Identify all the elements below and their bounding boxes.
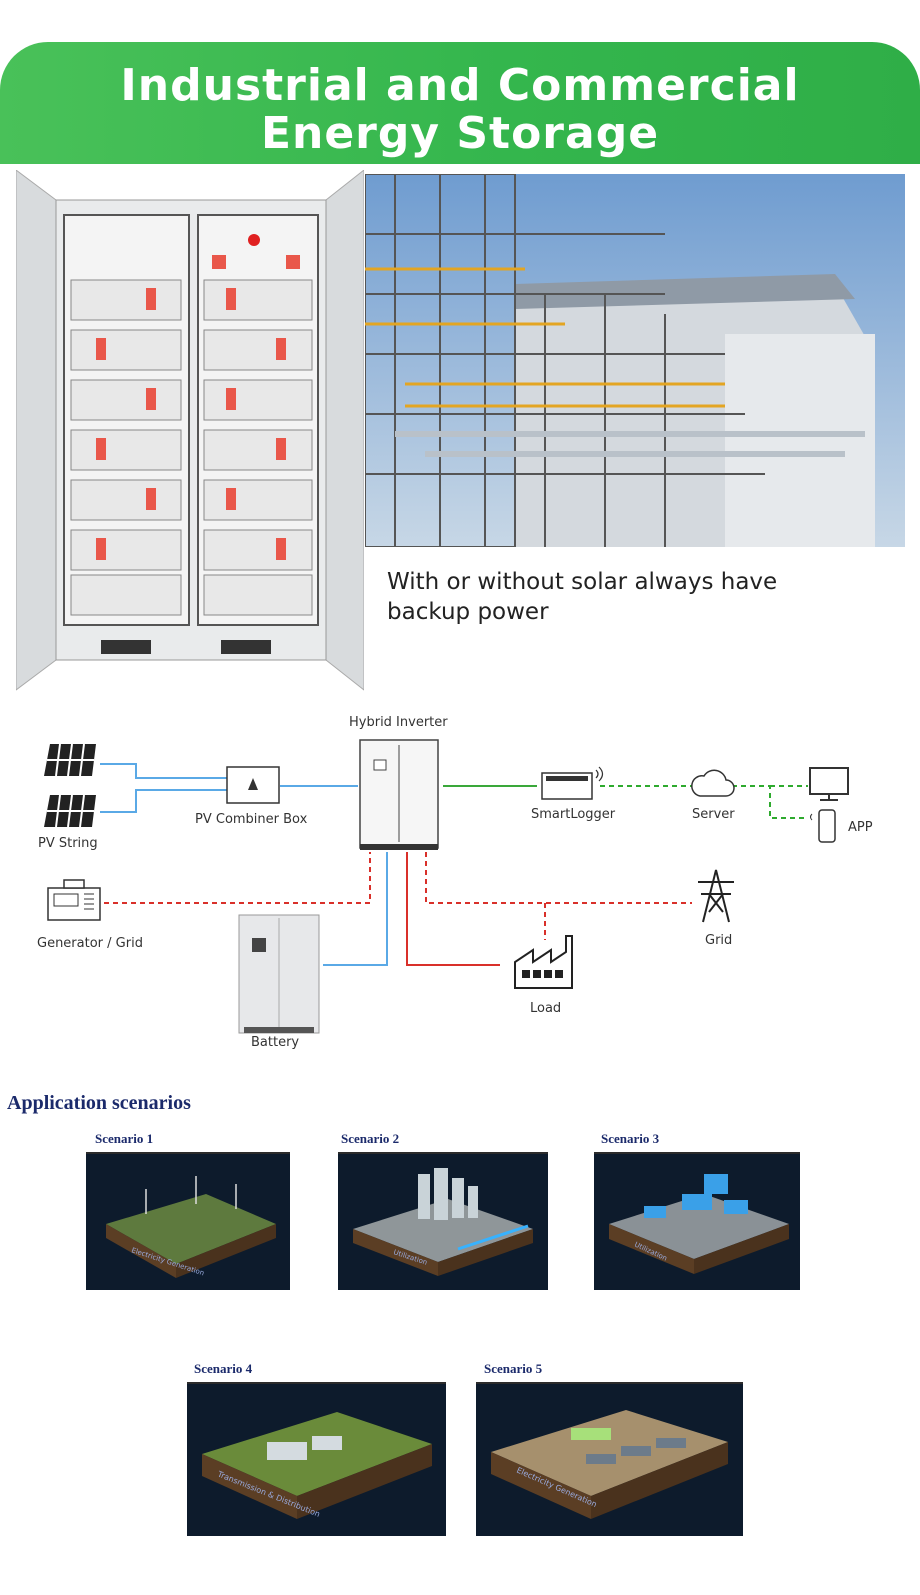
system-diagram: Hybrid Inverter PV String PV Combiner Bo…: [0, 700, 920, 1070]
label-pv-combiner-box: PV Combiner Box: [195, 812, 308, 827]
application-scenarios-title: Application scenarios: [7, 1092, 191, 1114]
scenario-1-label: Scenario 1: [95, 1131, 154, 1146]
cloud-icon: [691, 769, 735, 797]
scenario-3-image: Utilization: [594, 1152, 800, 1290]
page-title-line1: Industrial and Commercial: [120, 60, 800, 111]
combiner-box-icon: [226, 766, 280, 804]
label-smartlogger: SmartLogger: [531, 807, 616, 822]
phone-icon: [810, 809, 836, 843]
tagline-line2: backup power: [387, 599, 549, 625]
scenario-5-image: Electricity Generation: [476, 1382, 743, 1536]
battery-cabinet-icon: [238, 914, 320, 1034]
scenario-2-image: Utilization: [338, 1152, 548, 1290]
label-hybrid-inverter: Hybrid Inverter: [349, 715, 448, 730]
battery-cabinet-photo: [15, 168, 365, 695]
header-banner: Industrial and Commercial Energy Storage: [0, 42, 920, 164]
label-app: APP: [848, 820, 873, 835]
label-load: Load: [530, 1001, 562, 1016]
tagline-line1: With or without solar always have: [387, 569, 778, 595]
label-generator-grid: Generator / Grid: [37, 936, 143, 951]
generator-icon: [47, 879, 101, 921]
page-title-line2: Energy Storage: [260, 108, 660, 159]
solar-panel-icon: [44, 743, 96, 828]
smartlogger-icon: [541, 766, 604, 800]
inverter-cabinet-icon: [359, 739, 439, 850]
factory-photo: [365, 174, 905, 547]
scenario-3-label: Scenario 3: [601, 1131, 660, 1146]
label-pv-string: PV String: [38, 836, 98, 851]
hero-tagline: With or without solar always have backup…: [387, 567, 887, 627]
factory-icon: [514, 935, 573, 989]
scenario-1-image: Electricity Generation: [86, 1152, 290, 1290]
scenario-4-image: Transmission & Distribution: [187, 1382, 446, 1536]
label-battery: Battery: [251, 1035, 300, 1050]
monitor-icon: [809, 767, 849, 801]
scenario-2-label: Scenario 2: [341, 1131, 400, 1146]
scenario-5-label: Scenario 5: [484, 1361, 543, 1376]
label-server: Server: [692, 807, 735, 822]
transmission-tower-icon: [698, 869, 734, 923]
label-grid: Grid: [705, 933, 733, 948]
scenario-4-label: Scenario 4: [194, 1361, 253, 1376]
